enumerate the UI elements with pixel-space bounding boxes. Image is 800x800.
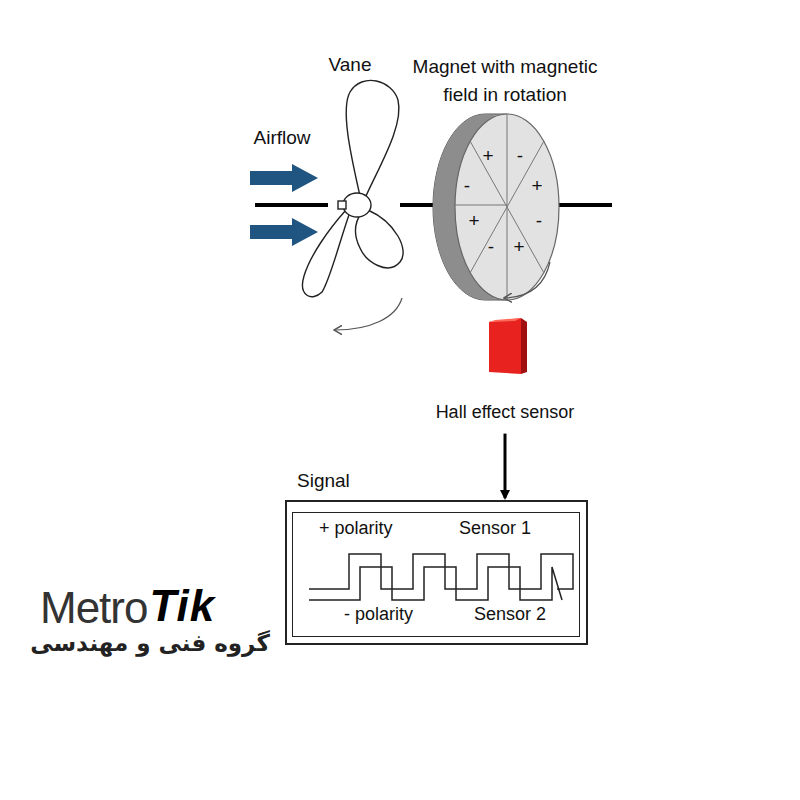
part-label: Magnet with magnetic field in rotation (400, 53, 610, 109)
sensor-label: Sensor 2 (472, 604, 548, 626)
vane-blades (303, 80, 404, 296)
logo-text: Metro (40, 582, 147, 635)
hall-sensor: Hall effect sensor (415, 316, 595, 430)
signal-heading: Signal (295, 470, 352, 493)
shaft (255, 203, 328, 207)
polarity-sign: + (482, 145, 493, 168)
magnet-disc (433, 114, 559, 300)
part-label: گروه فنی و مهندسی (30, 630, 270, 658)
polarity-sign: + (468, 210, 479, 233)
part-label: Airflow (253, 127, 310, 150)
polarity-sign: - (464, 175, 470, 198)
sensor-block (475, 316, 535, 378)
sensor-label: Sensor 1 (457, 518, 533, 540)
rotation-arrow (505, 262, 550, 298)
signal-arrow (504, 434, 507, 498)
part-label: Vane (329, 54, 372, 77)
polarity-sign: - (536, 210, 542, 233)
sensor-label: Hall effect sensor (415, 402, 595, 430)
logo-text: Tik (149, 580, 215, 633)
polarity-label: + polarity (317, 518, 395, 540)
polarity-sign: - (517, 145, 523, 168)
rotation-arrow (335, 298, 402, 330)
polarity-sign: - (488, 236, 494, 259)
signal-box: Signal+ polaritySensor 1- polaritySensor… (285, 500, 588, 645)
polarity-sign: + (531, 175, 542, 198)
polarity-label: - polarity (342, 604, 415, 626)
polarity-sign: + (513, 236, 524, 259)
